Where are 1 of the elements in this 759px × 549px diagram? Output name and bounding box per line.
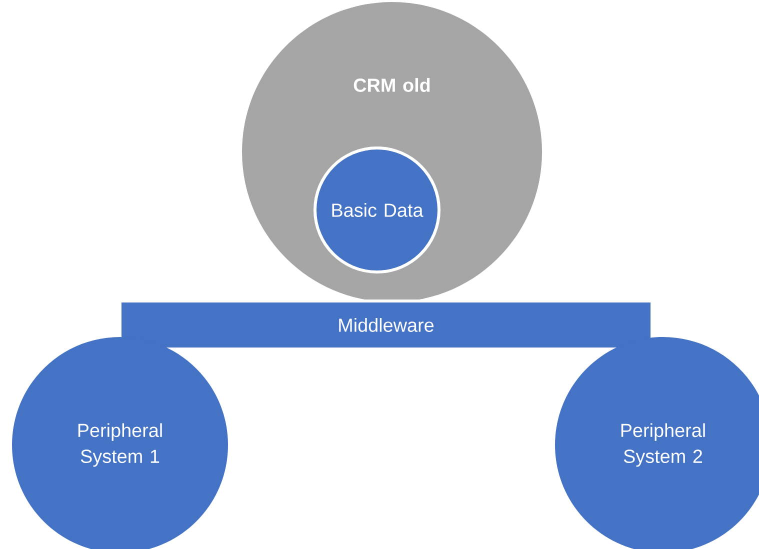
middleware-bar: Middleware bbox=[118, 300, 654, 350]
